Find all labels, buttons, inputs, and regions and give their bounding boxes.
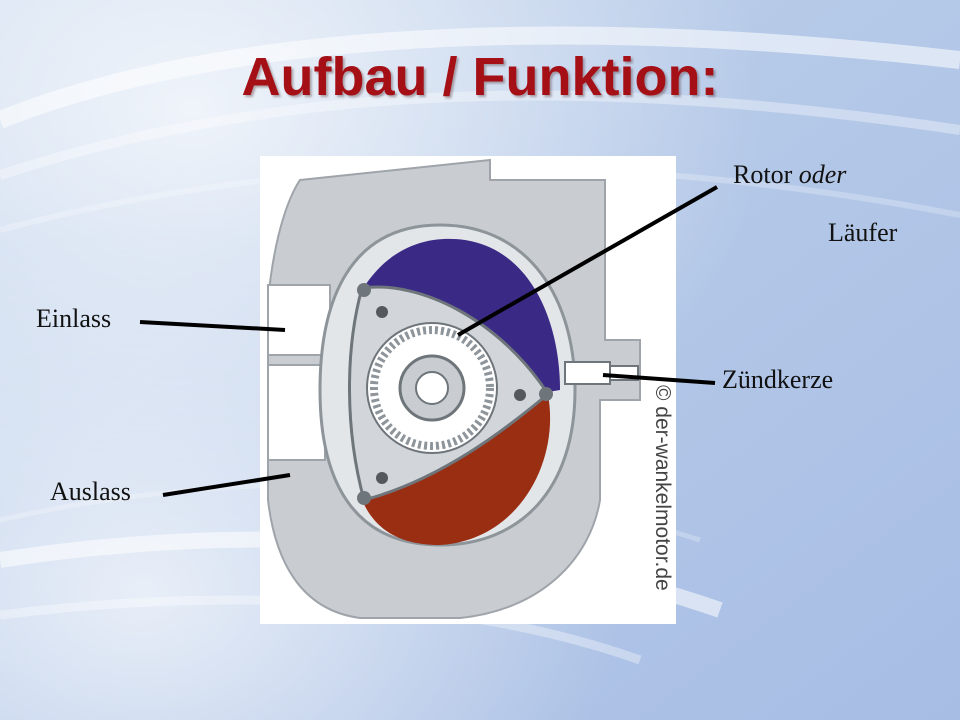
label-rotor: Rotor oder bbox=[733, 160, 846, 190]
rotor-bolt-1 bbox=[376, 306, 388, 318]
leader-line-auslass bbox=[162, 473, 291, 497]
slide-title: Aufbau / Funktion: bbox=[241, 47, 719, 107]
spark-plug-body bbox=[564, 361, 611, 385]
leader-line-einlass bbox=[139, 320, 286, 332]
exhaust-chamber bbox=[362, 395, 551, 545]
rotor-gear-teeth bbox=[370, 326, 494, 450]
apex-seal-top bbox=[357, 283, 371, 297]
label-zuendkerze: Zündkerze bbox=[722, 365, 834, 394]
label-rotor-word: Rotor bbox=[733, 160, 799, 189]
intake-port bbox=[267, 284, 331, 356]
label-auslass: Auslass bbox=[50, 477, 131, 506]
label-laeufer: Läufer bbox=[828, 218, 898, 247]
leader-line-rotor bbox=[457, 185, 718, 337]
apex-seal-right bbox=[539, 387, 553, 401]
shaft-center bbox=[415, 371, 449, 405]
rotor-bolt-2 bbox=[514, 389, 526, 401]
rotor-bolt-3 bbox=[376, 472, 388, 484]
image-credit: © der-wankelmotor.de bbox=[651, 385, 674, 591]
leader-line-zuendkerze bbox=[602, 373, 716, 385]
exhaust-port bbox=[267, 364, 326, 461]
apex-seal-bottom bbox=[357, 491, 371, 505]
label-rotor-oder: oder bbox=[798, 160, 847, 189]
label-einlass: Einlass bbox=[36, 304, 112, 333]
